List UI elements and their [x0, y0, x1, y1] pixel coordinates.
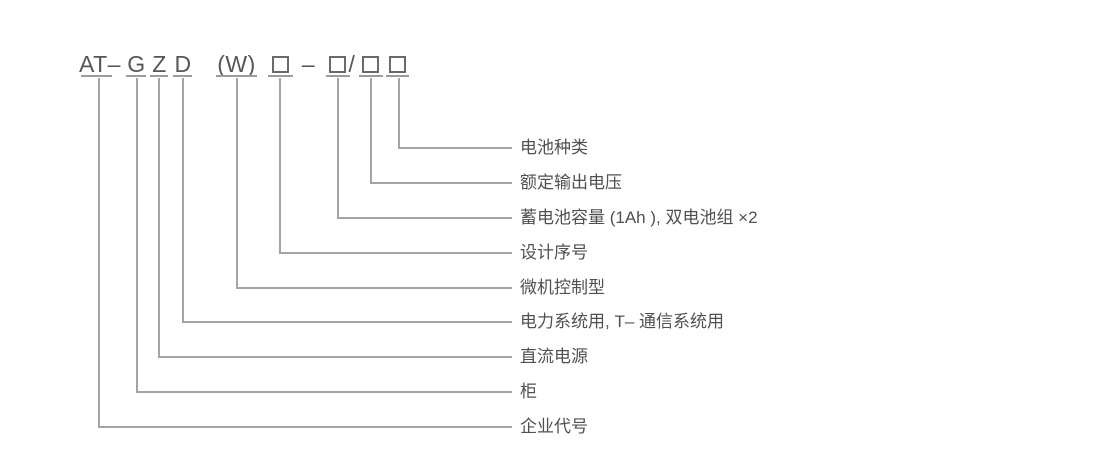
segment-underline-g — [126, 75, 146, 77]
leader-line-vertical-battery-type — [398, 78, 400, 149]
leader-line-horizontal-battery-type — [398, 147, 512, 149]
leader-line-vertical-company-code — [98, 78, 100, 428]
placeholder-box-design-serial — [272, 56, 289, 73]
model-code-segment-z: Z — [152, 51, 167, 77]
label-battery-type: 电池种类 — [520, 138, 588, 157]
leader-line-horizontal-company-code — [98, 426, 512, 428]
leader-line-vertical-battery-capacity — [337, 78, 339, 219]
leader-line-horizontal-dc-power — [158, 356, 512, 358]
segment-underline-box3 — [359, 75, 383, 77]
model-code-segment-w: (W) — [217, 51, 256, 77]
label-design-serial-number: 设计序号 — [520, 243, 588, 262]
leader-line-vertical-rated-voltage — [370, 78, 372, 184]
segment-underline-box1 — [268, 75, 293, 77]
leader-line-vertical-design-serial — [279, 78, 281, 254]
leader-line-horizontal-design-serial — [279, 252, 512, 254]
label-cabinet: 柜 — [520, 382, 537, 401]
leader-line-vertical-mcu-type — [236, 78, 238, 289]
label-company-code: 企业代号 — [520, 417, 588, 436]
model-code-segment-d: D — [174, 51, 192, 77]
segment-underline-z — [150, 75, 168, 77]
leader-line-vertical-cabinet — [136, 78, 138, 393]
model-code-dash-separator: – — [301, 51, 316, 77]
segment-underline-d — [173, 75, 192, 77]
label-battery-capacity: 蓄电池容量 (1Ah ), 双电池组 ×2 — [520, 208, 758, 227]
label-rated-output-voltage: 额定输出电压 — [520, 173, 622, 192]
segment-underline-prefix — [81, 75, 112, 77]
leader-line-horizontal-cabinet — [136, 391, 512, 393]
placeholder-box-rated-voltage — [362, 56, 379, 73]
segment-underline-box4 — [386, 75, 409, 77]
model-code-segment-g: G — [127, 51, 146, 77]
label-microcomputer-control-type: 微机控制型 — [520, 278, 605, 297]
segment-underline-box2 — [326, 75, 350, 77]
model-code-segment-prefix: AT– — [79, 51, 121, 77]
placeholder-box-battery-type — [389, 56, 406, 73]
leader-line-horizontal-battery-capacity — [337, 217, 512, 219]
placeholder-box-battery-capacity — [329, 56, 346, 73]
leader-line-horizontal-mcu-type — [236, 287, 512, 289]
segment-underline-w — [216, 75, 257, 77]
model-code-slash-separator: / — [348, 51, 356, 77]
leader-line-vertical-system-use — [182, 78, 184, 323]
leader-line-horizontal-system-use — [182, 321, 512, 323]
label-dc-power-supply: 直流电源 — [520, 347, 588, 366]
leader-line-vertical-dc-power — [158, 78, 160, 358]
leader-line-horizontal-rated-voltage — [370, 182, 512, 184]
label-system-application: 电力系统用, T– 通信系统用 — [520, 312, 725, 331]
